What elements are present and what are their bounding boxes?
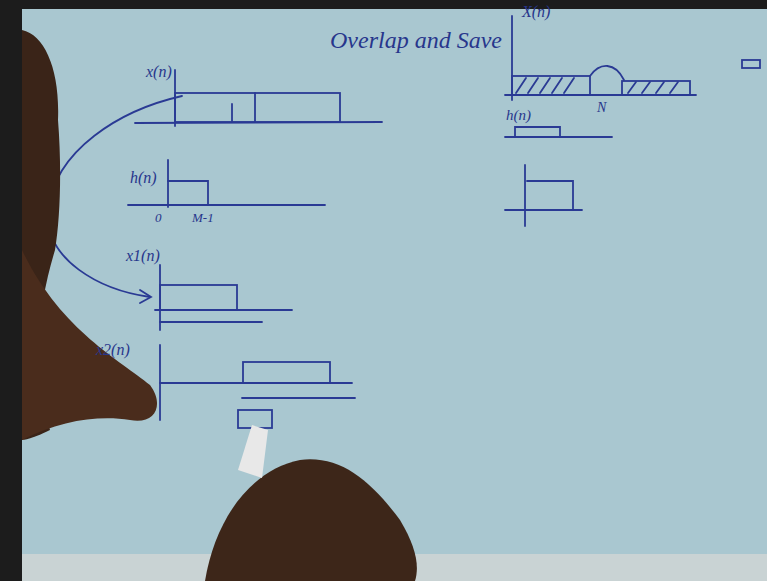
hatching	[628, 82, 678, 93]
axis	[167, 160, 169, 207]
small-block	[742, 60, 760, 68]
window-mark	[254, 93, 256, 122]
axis	[505, 136, 612, 138]
axis-label: X(n)	[522, 4, 550, 20]
arrowhead	[140, 290, 151, 303]
axis-label: N	[597, 101, 606, 115]
discard-block	[238, 410, 272, 428]
axis	[505, 209, 582, 211]
axis-label: x2(n)	[96, 342, 130, 358]
axis	[524, 165, 526, 226]
axis-label: x1(n)	[126, 248, 160, 264]
hand	[22, 250, 157, 440]
impulse-response-block	[168, 181, 208, 205]
axis-label: 0	[155, 211, 162, 224]
output-length-line	[242, 397, 355, 399]
curved-arrow	[48, 96, 182, 297]
signal-block	[175, 93, 340, 122]
hatched-block	[512, 76, 590, 95]
axis-label: M-1	[192, 211, 214, 224]
window-mark	[231, 104, 233, 122]
whiteboard	[22, 9, 767, 554]
result-block	[527, 181, 573, 210]
pen	[238, 425, 268, 478]
segment-block	[160, 285, 237, 310]
axis-label: h(n)	[130, 170, 157, 186]
title: Overlap and Save	[330, 28, 502, 52]
axis	[128, 204, 325, 206]
hand	[205, 459, 417, 581]
hatching	[516, 78, 574, 93]
output-length-line	[160, 321, 262, 323]
hatched-block	[622, 81, 690, 95]
wrap-arc	[590, 66, 624, 80]
impulse-response-block	[515, 127, 560, 137]
axis-label: x(n)	[146, 64, 172, 80]
axis-label: h(n)	[506, 108, 531, 123]
segment-block	[243, 362, 330, 383]
